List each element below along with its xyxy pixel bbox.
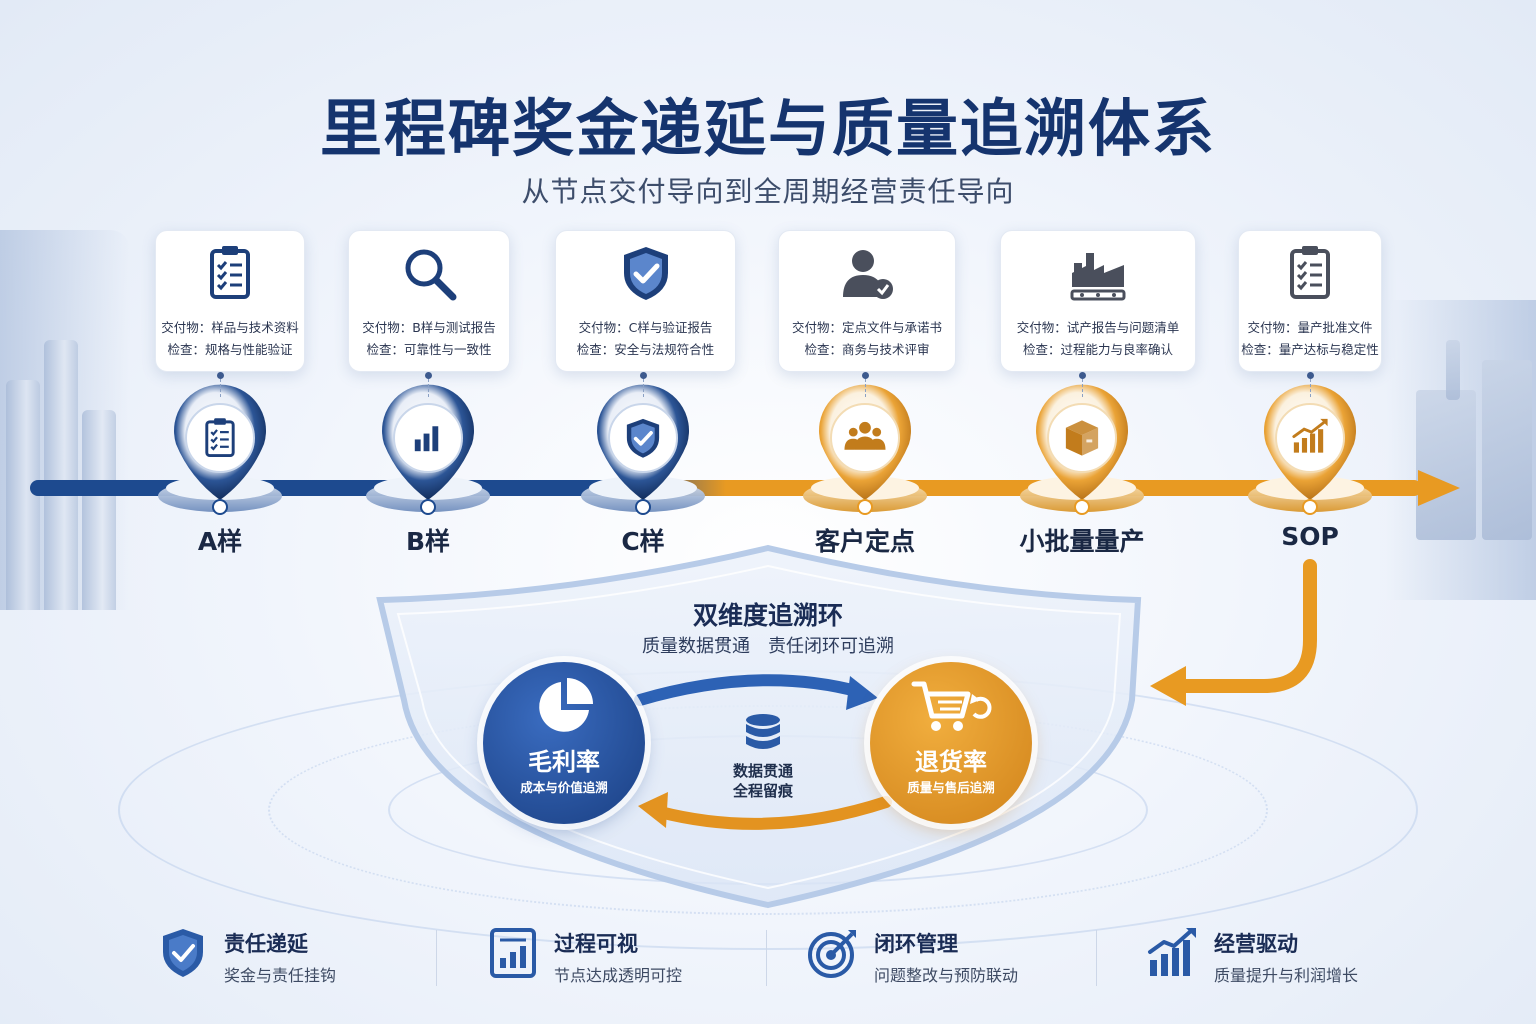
clipboard-checklist-icon: [1290, 246, 1330, 299]
milestone-deliverable: 交付物：样品与技术资料: [161, 320, 299, 335]
shield-check-icon: [163, 929, 203, 977]
milestone-node: [366, 384, 490, 515]
milestone-node: [1020, 384, 1144, 515]
database-icon: [746, 714, 780, 749]
milestone-card: 交付物：B样与测试报告 检查：可靠性与一致性: [348, 230, 510, 372]
feature-name: 过程可视: [554, 932, 638, 956]
shield-check-icon: [626, 418, 660, 458]
milestone-card: 交付物：试产报告与问题清单 检查：过程能力与良率确认: [1000, 230, 1196, 372]
card-connector-line: [428, 379, 429, 397]
page-subtitle: 从节点交付导向到全周期经营责任导向: [521, 175, 1015, 208]
milestone-check: 检查：安全与法规符合性: [576, 342, 715, 357]
card-connector-line: [1310, 379, 1311, 397]
clipboard-checklist-icon: [205, 418, 235, 458]
gross-margin-desc: 成本与价值追溯: [520, 780, 608, 795]
card-connector-dot: [425, 372, 432, 379]
feature-closed-loop: 闭环管理 问题整改与预防联动: [806, 920, 1056, 990]
user-check-icon: [843, 250, 893, 299]
feature-desc: 质量提升与利润增长: [1214, 966, 1359, 985]
shield-check-icon: [623, 247, 668, 300]
growth-chart-icon: [1292, 418, 1328, 453]
card-connector-dot: [217, 372, 224, 379]
milestone-card: 交付物：定点文件与承诺书 检查：商务与技术评审: [778, 230, 956, 372]
gross-margin-circle: 毛利率 成本与价值追溯: [483, 662, 645, 824]
pie-chart-icon: [539, 678, 593, 732]
milestone-label: C样: [621, 527, 665, 556]
feature-responsibility: 责任递延 奖金与责任挂钩: [156, 920, 386, 990]
loop-subtitle: 质量数据贯通 责任闭环可追溯: [642, 636, 894, 657]
page-title: 里程碑奖金递延与质量追溯体系: [319, 92, 1216, 165]
feature-desc: 问题整改与预防联动: [874, 966, 1019, 985]
milestone-label: 客户定点: [814, 527, 915, 556]
milestone-node: [158, 384, 282, 515]
feature-desc: 节点达成透明可控: [554, 966, 683, 985]
bar-chart-icon: [414, 426, 439, 452]
data-link-line1: 数据贯通: [732, 762, 793, 780]
card-connector-line: [220, 379, 221, 397]
card-connector-dot: [862, 372, 869, 379]
card-connector-line: [643, 379, 644, 397]
milestone-deliverable: 交付物：定点文件与承诺书: [791, 320, 942, 335]
card-connector-dot: [1079, 372, 1086, 379]
milestone-check: 检查：规格与性能验证: [167, 342, 293, 357]
target-icon: [808, 930, 856, 978]
milestone-deliverable: 交付物：试产报告与问题清单: [1016, 320, 1180, 335]
feature-divider: [436, 930, 437, 986]
milestone-label: 小批量量产: [1019, 527, 1145, 556]
feature-name: 责任递延: [224, 932, 308, 956]
team-icon: [844, 421, 886, 450]
loop-title: 双维度追溯环: [692, 601, 843, 630]
milestone-node: [1248, 384, 1372, 515]
feature-desc: 奖金与责任挂钩: [224, 966, 337, 985]
clipboard-checklist-icon: [210, 246, 250, 299]
milestone-deliverable: 交付物：B样与测试报告: [362, 320, 496, 335]
feature-name: 经营驱动: [1214, 932, 1298, 956]
card-connector-line: [865, 379, 866, 397]
milestone-check: 检查：商务与技术评审: [804, 342, 930, 357]
growth-chart-icon: [1148, 928, 1196, 976]
return-arrow: [1150, 559, 1317, 706]
milestone-card: 交付物：量产批准文件 检查：量产达标与稳定性: [1238, 230, 1382, 372]
feature-divider: [766, 930, 767, 986]
milestone-label: B样: [405, 527, 451, 556]
factory-icon: [1070, 253, 1126, 301]
feature-business-driven: 经营驱动 质量提升与利润增长: [1146, 920, 1396, 990]
milestone-label: A样: [197, 527, 243, 556]
return-rate-circle: 退货率 质量与售后追溯: [870, 662, 1032, 824]
feature-divider: [1096, 930, 1097, 986]
data-link-line2: 全程留痕: [732, 782, 793, 800]
milestone-node: [803, 384, 927, 515]
milestone-check: 检查：可靠性与一致性: [366, 342, 492, 357]
milestone-node: [581, 384, 705, 515]
milestone-card: 交付物：C样与验证报告 检查：安全与法规符合性: [555, 230, 736, 372]
milestone-check: 检查：量产达标与稳定性: [1241, 342, 1379, 357]
gross-margin-label: 毛利率: [528, 748, 600, 776]
feature-visibility: 过程可视 节点达成透明可控: [486, 920, 716, 990]
milestone-label: SOP: [1281, 522, 1339, 551]
milestone-check: 检查：过程能力与良率确认: [1022, 342, 1173, 357]
milestone-deliverable: 交付物：C样与验证报告: [578, 320, 713, 335]
milestone-deliverable: 交付物：量产批准文件: [1247, 320, 1373, 335]
card-connector-dot: [1307, 372, 1314, 379]
loop-arrow-top: [634, 674, 878, 710]
box-icon: [1065, 420, 1099, 456]
card-connector-line: [1082, 379, 1083, 397]
cart-return-icon: [911, 681, 992, 731]
factory-background-right: [1386, 300, 1536, 600]
feature-name: 闭环管理: [874, 932, 958, 956]
milestone-card: 交付物：样品与技术资料 检查：规格与性能验证: [155, 230, 305, 372]
return-rate-label: 退货率: [915, 748, 987, 776]
return-rate-desc: 质量与售后追溯: [907, 780, 995, 795]
loop-arrow-bottom: [638, 792, 892, 830]
report-chart-icon: [490, 928, 536, 978]
magnifier-icon: [405, 249, 457, 301]
card-connector-dot: [640, 372, 647, 379]
